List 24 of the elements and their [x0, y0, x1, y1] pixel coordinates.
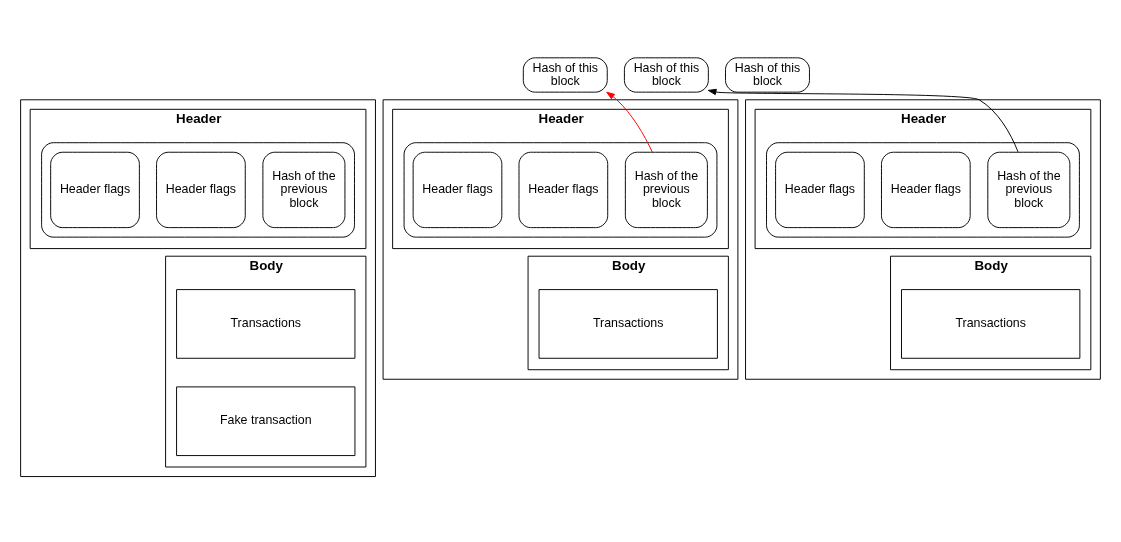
cluster: [766, 142, 1080, 238]
node-box: Transactions: [538, 289, 718, 359]
cluster: [382, 99, 739, 380]
node-box: Header flags: [156, 151, 246, 229]
node-box: Hash of the previous block: [262, 151, 346, 229]
arrow: [606, 91, 653, 153]
node-box: Header flags: [50, 151, 140, 229]
cluster: [403, 142, 718, 238]
node-box: Hash of the previous block: [624, 151, 708, 229]
cluster: [20, 99, 376, 478]
node-box: Header flags: [775, 151, 865, 229]
node-box: Transactions: [901, 289, 1081, 359]
node-box: Hash of this block: [725, 57, 810, 93]
arrow: [707, 88, 1019, 153]
cluster: [745, 99, 1101, 380]
node-box: Header flags: [881, 151, 971, 229]
node-box: Header flags: [518, 151, 609, 229]
node-box: Fake transaction: [176, 386, 356, 457]
node-box: Hash of the previous block: [987, 151, 1071, 229]
node-box: Header flags: [412, 151, 503, 229]
node-box: Hash of this block: [623, 57, 709, 93]
node-box: Hash of this block: [522, 57, 608, 93]
cluster: [41, 142, 355, 238]
node-box: Transactions: [176, 289, 356, 359]
